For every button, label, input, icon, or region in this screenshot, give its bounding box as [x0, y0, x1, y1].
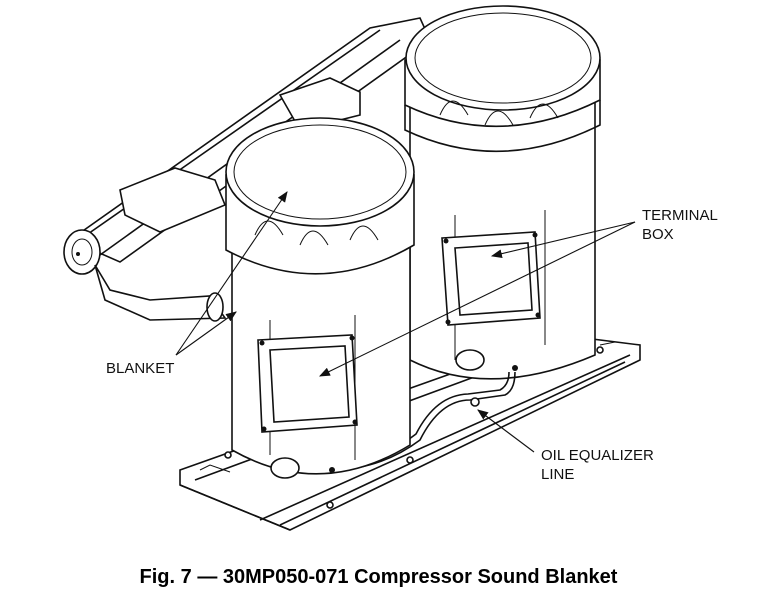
- labels: TERMINAL BOX BLANKET OIL EQUALIZER LINE: [106, 207, 718, 483]
- label-oil-equalizer-1: OIL EQUALIZER: [541, 447, 654, 464]
- figure-caption: Fig. 7 — 30MP050-071 Compressor Sound Bl…: [139, 566, 618, 588]
- compressor-right: [404, 5, 601, 380]
- label-blanket: BLANKET: [106, 360, 174, 377]
- label-terminal-box-2: BOX: [642, 226, 674, 243]
- label-oil-equalizer-2: LINE: [541, 466, 574, 483]
- compressor-left: [224, 117, 604, 509]
- label-terminal-box-1: TERMINAL: [642, 207, 718, 224]
- leader-lines: [175, 191, 636, 453]
